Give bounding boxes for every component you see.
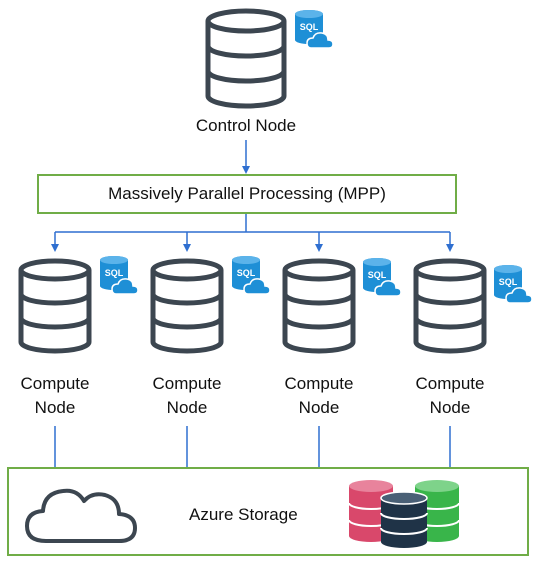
- compute-node-1-label: Compute Node: [5, 372, 105, 420]
- compute-node-2-label: Compute Node: [137, 372, 237, 420]
- compute-node-1-label-line1: Compute: [20, 374, 90, 393]
- compute-node-2-database-icon: [150, 258, 224, 354]
- compute-node-1-sql-cloud-icon: SQL: [100, 256, 139, 295]
- compute-node-4-database-icon: [413, 258, 487, 354]
- control-node-sql-badge: SQL: [300, 22, 319, 32]
- compute-node-2-sql-cloud-icon: SQL: [232, 256, 271, 295]
- compute-node-3-label-line2: Node: [298, 398, 340, 417]
- control-node-database-icon: [205, 8, 287, 109]
- compute-node-1-sql-badge: SQL: [105, 268, 124, 278]
- cloud-outline-icon: [25, 488, 137, 543]
- compute-node-4-label-line2: Node: [429, 398, 471, 417]
- compute-node-4-label: Compute Node: [400, 372, 500, 420]
- compute-node-4-sql-badge: SQL: [499, 277, 518, 287]
- mpp-box: Massively Parallel Processing (MPP): [37, 174, 457, 214]
- compute-node-3-sql-badge: SQL: [368, 270, 387, 280]
- azure-storage-label: Azure Storage: [189, 505, 298, 524]
- compute-node-4-label-line1: Compute: [415, 374, 485, 393]
- compute-node-1-database-icon: [18, 258, 92, 354]
- database-stack-icon: [348, 480, 460, 548]
- compute-node-1-label-line2: Node: [34, 398, 76, 417]
- compute-node-4-sql-cloud-icon: SQL: [494, 265, 533, 304]
- control-node-label: Control Node: [195, 116, 297, 135]
- compute-node-2-label-line2: Node: [166, 398, 208, 417]
- azure-storage-box: Azure Storage: [7, 467, 529, 556]
- control-node-sql-cloud-icon: SQL: [295, 10, 334, 49]
- compute-node-2-sql-badge: SQL: [237, 268, 256, 278]
- compute-node-3-label: Compute Node: [269, 372, 369, 420]
- compute-node-3-database-icon: [282, 258, 356, 354]
- compute-node-3-sql-cloud-icon: SQL: [363, 258, 402, 297]
- mpp-label: Massively Parallel Processing (MPP): [108, 184, 386, 203]
- compute-node-3-label-line1: Compute: [284, 374, 354, 393]
- compute-node-2-label-line1: Compute: [152, 374, 222, 393]
